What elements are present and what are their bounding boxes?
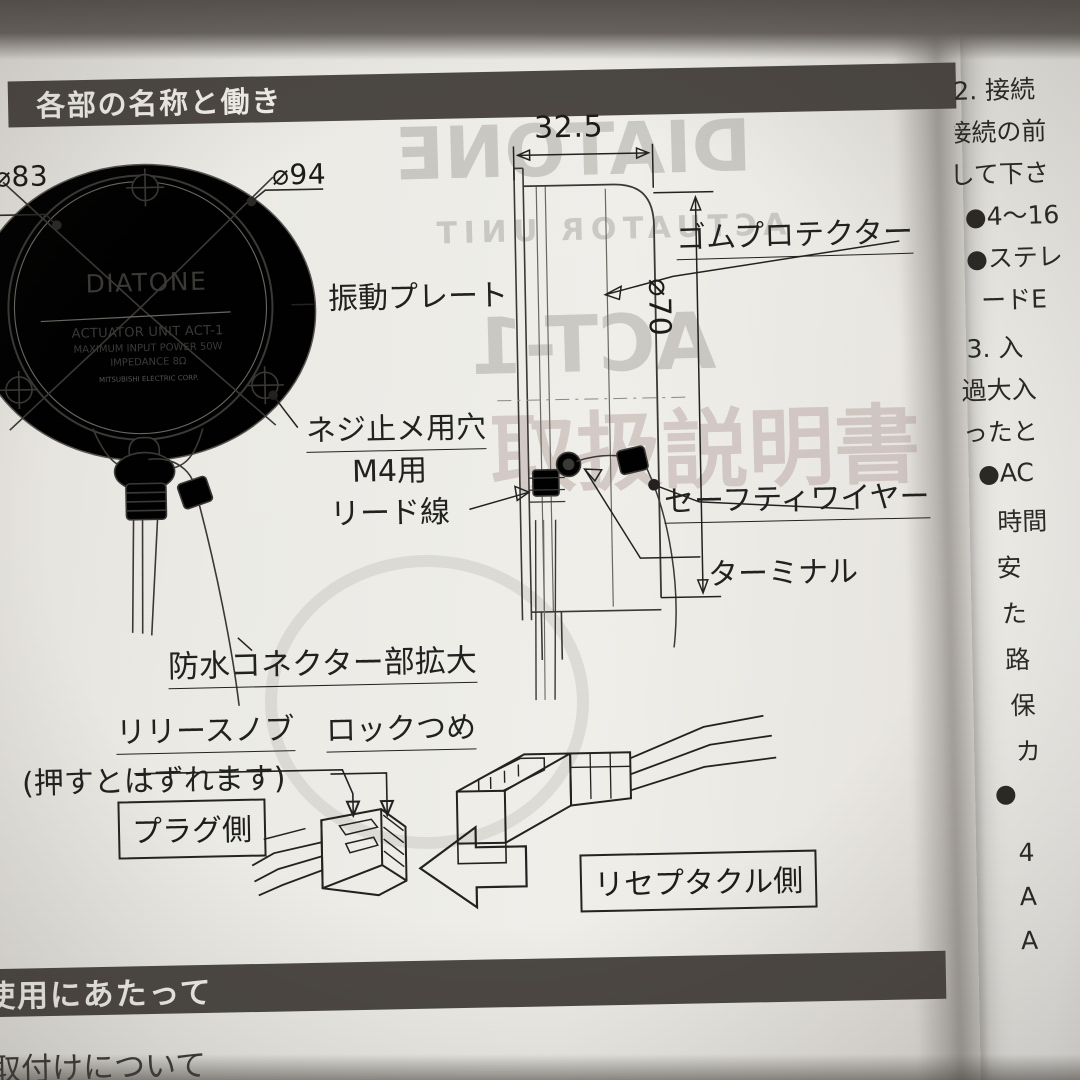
section-header-bottom-label: 使用にあたって bbox=[0, 974, 213, 1015]
callout-terminal: ターミナル bbox=[707, 554, 859, 593]
side-view-drawing bbox=[497, 167, 688, 701]
nameplate-brand: DIATONE bbox=[85, 266, 208, 299]
right-line-10: 時間 bbox=[996, 506, 1048, 537]
photo-top-shadow bbox=[0, 0, 1080, 60]
callout-leaders bbox=[237, 240, 900, 652]
right-line-4: ●ステレ bbox=[965, 241, 1064, 274]
section-header-top-label: 各部の名称と働き bbox=[35, 84, 283, 123]
nameplate: DIATONE ACTUATOR UNIT ACT-1 MAXIMUM INPU… bbox=[39, 265, 257, 385]
callout-safety-wire: セーフティワイヤー bbox=[663, 471, 930, 524]
dimension-diameter-94: ⌀94 bbox=[271, 157, 327, 192]
callout-rubber-protector: ゴムプロテクター bbox=[675, 206, 914, 261]
right-line-15: カ bbox=[1015, 736, 1042, 767]
right-line-3: ●4〜16 bbox=[964, 199, 1060, 232]
right-line-6: 3. 入 bbox=[966, 332, 1024, 364]
right-line-2: して下さ bbox=[952, 158, 1050, 190]
callout-release-knob-note: (押すとはずれます) bbox=[21, 761, 286, 802]
nameplate-impedance: IMPEDANCE 8Ω bbox=[110, 356, 187, 369]
front-view-drawing bbox=[0, 163, 317, 706]
right-line-12: た bbox=[1001, 598, 1028, 629]
callout-screw-hole-size: M4用 bbox=[351, 453, 428, 490]
dimension-diameter-83: ⌀83 bbox=[0, 159, 49, 194]
right-line-1: 接続の前 bbox=[952, 116, 1047, 149]
body-diameter-dimension-line bbox=[653, 190, 722, 599]
dimension-depth-32-5: 32.5 bbox=[533, 109, 604, 146]
right-line-8: ったと bbox=[962, 416, 1039, 448]
right-line-16: ● bbox=[994, 778, 1018, 808]
right-line-9: ●AC bbox=[977, 457, 1035, 489]
photo-bottom-shadow bbox=[0, 1054, 1080, 1080]
right-line-13: 路 bbox=[1004, 644, 1031, 675]
right-line-11: 安 bbox=[996, 553, 1023, 583]
front-view-dimension-leaders bbox=[0, 188, 324, 231]
right-line-19: A bbox=[1020, 925, 1039, 956]
callout-lock-claw: ロックつめ bbox=[325, 702, 477, 753]
nameplate-model: ACTUATOR UNIT ACT-1 bbox=[71, 323, 224, 342]
connector-detail-title: 防水コネクター部拡大 bbox=[167, 634, 478, 690]
right-line-17: 4 bbox=[1018, 837, 1035, 868]
right-line-14: 保 bbox=[1010, 690, 1036, 721]
callout-lead-wire: リード線 bbox=[329, 494, 451, 533]
right-line-0: 2. 接続 bbox=[952, 74, 1036, 106]
label-plug-side: プラグ側 bbox=[117, 798, 267, 860]
depth-dimension-line bbox=[512, 143, 655, 188]
dimension-diameter-70: ⌀70 bbox=[641, 278, 678, 337]
callout-release-knob: リリースノブ bbox=[115, 704, 295, 755]
label-receptacle-side: リセプタクル側 bbox=[579, 849, 818, 913]
connector-detail-drawing bbox=[134, 714, 777, 910]
callout-vibration-plate: 振動プレート bbox=[327, 278, 509, 317]
right-line-5: ードE bbox=[980, 284, 1048, 316]
right-line-7: 過大入 bbox=[961, 374, 1038, 406]
right-line-18: A bbox=[1019, 881, 1038, 912]
